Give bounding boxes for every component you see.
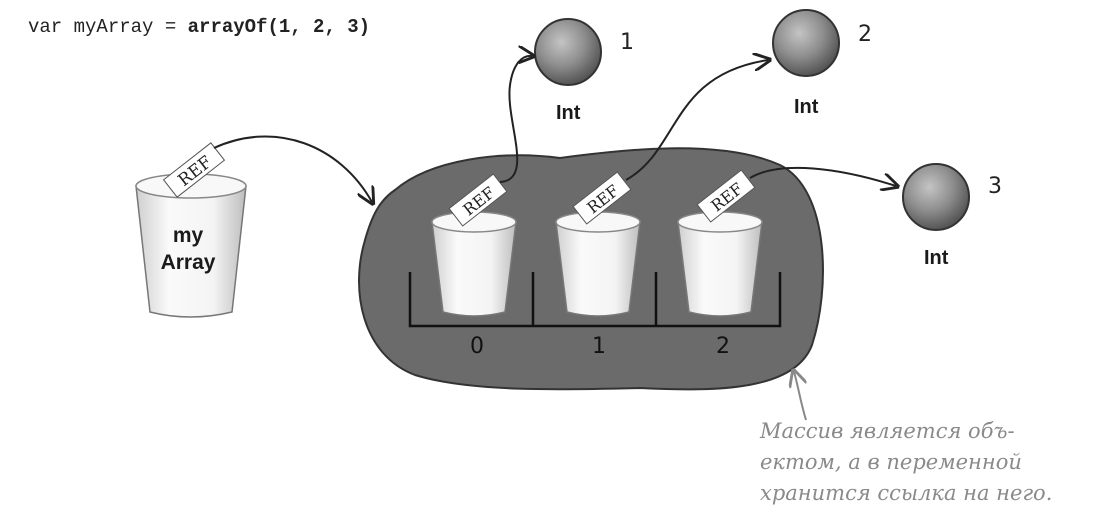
slot-index-2: 2 [716, 334, 730, 359]
code-call: arrayOf(1, 2, 3) [187, 16, 371, 38]
code-line: var myArray = arrayOf(1, 2, 3) [28, 16, 370, 38]
int-object-2 [772, 9, 840, 77]
arrow-slot-2-to-int-3 [749, 166, 896, 186]
arrow-slot-0-to-int-1 [499, 56, 532, 183]
variable-label: my Array [148, 222, 228, 276]
variable-label-line2: Array [160, 251, 216, 274]
slot-cup-0 [431, 211, 517, 317]
int-value-3: 3 [988, 174, 1002, 199]
slot-cup-1 [555, 211, 641, 317]
ref-tag-slot-1: REF [572, 171, 632, 225]
int-object-3 [902, 163, 970, 231]
variable-label-line1: my [172, 224, 204, 247]
int-value-1: 1 [620, 30, 634, 55]
note-line-3: хранится ссылка на него. [760, 481, 1053, 505]
note-line-2: ектом, а в переменной [760, 450, 1022, 474]
slot-cup-2 [677, 211, 763, 317]
int-object-1 [534, 18, 602, 86]
arrow-slot-1-to-int-2 [625, 60, 768, 181]
int-type-label-2: Int [794, 96, 819, 118]
annotation-note: Массив является объ- ектом, а в переменн… [760, 416, 1052, 509]
note-line-1: Массив является объ- [760, 419, 1015, 443]
slot-index-0: 0 [470, 334, 484, 359]
int-value-2: 2 [858, 22, 872, 47]
array-slot-bracket [408, 272, 782, 328]
int-type-label-3: Int [924, 247, 949, 269]
arrow-variable-to-array [213, 135, 372, 202]
code-prefix: var myArray = [28, 16, 188, 38]
slot-index-1: 1 [592, 334, 606, 359]
int-type-label-1: Int [556, 102, 581, 124]
note-pointer-arrow [794, 372, 807, 421]
